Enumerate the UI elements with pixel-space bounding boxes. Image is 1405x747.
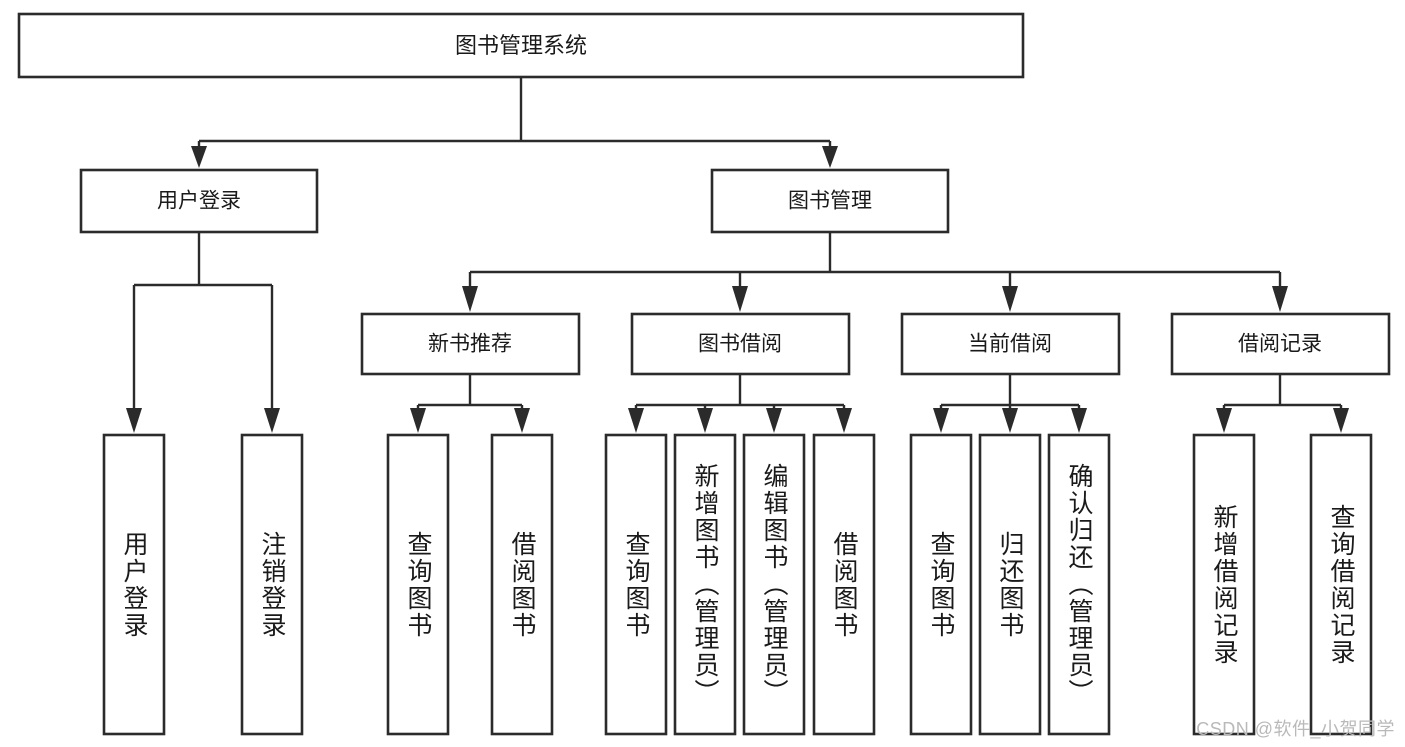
- arrow-head-user-leaf-2: [264, 408, 280, 433]
- leaf-box-user-login-1[interactable]: [102, 433, 166, 736]
- node-book-manage-label: 图书管理: [788, 190, 872, 213]
- leaf-boxes-current-borrow: [909, 433, 1111, 736]
- node-borrow-record-box[interactable]: [1170, 312, 1391, 376]
- leaf-box-current-borrow-3[interactable]: [1047, 433, 1111, 736]
- leaf-boxes-book-borrow: [604, 433, 876, 736]
- arrow-head-newbook-leaf-1: [410, 408, 426, 433]
- arrow-head-newbook-leaf-2: [514, 408, 530, 433]
- watermark-text: CSDN @软件_小贺同学: [1196, 719, 1395, 739]
- arrow-head-bookborrow-leaf-4: [836, 408, 852, 433]
- leaf-box-book-borrow-1[interactable]: [604, 433, 668, 736]
- arrow-head-new-book: [462, 286, 478, 312]
- arrow-head-bookborrow-leaf-2: [697, 408, 713, 433]
- connector-group-book-borrow: [628, 374, 852, 433]
- arrow-head-borrowrecord-leaf-1: [1216, 408, 1232, 433]
- arrow-head-bookborrow-leaf-1: [628, 408, 644, 433]
- node-root-system[interactable]: 图书管理系统: [17, 12, 1025, 79]
- leaf-box-borrow-record-2[interactable]: [1309, 433, 1373, 736]
- arrow-head-bookborrow-leaf-3: [766, 408, 782, 433]
- node-current-borrow-label: 当前借阅: [968, 333, 1052, 356]
- node-user-login-label: 用户登录: [157, 190, 241, 213]
- arrow-head-borrowrecord-leaf-2: [1333, 408, 1349, 433]
- leaf-box-current-borrow-1[interactable]: [909, 433, 973, 736]
- arrow-head-book-manage: [822, 146, 838, 168]
- node-book-borrow-box[interactable]: [630, 312, 851, 376]
- connector-group-book-manage: [462, 232, 1288, 312]
- arrow-head-currentborrow-leaf-2: [1002, 408, 1018, 433]
- leaf-boxes-user-login: [102, 433, 304, 736]
- leaf-box-new-book-2[interactable]: [490, 433, 554, 736]
- leaf-box-borrow-record-1[interactable]: [1192, 433, 1256, 736]
- arrow-head-currentborrow-leaf-3: [1071, 408, 1087, 433]
- arrow-head-book-borrow: [732, 286, 748, 312]
- leaf-box-book-borrow-4[interactable]: [812, 433, 876, 736]
- node-user-login[interactable]: 用户登录: [79, 168, 319, 234]
- connector-group-root: [191, 77, 838, 168]
- connector-group-user-login: [126, 232, 280, 433]
- node-borrow-record-label: 借阅记录: [1238, 333, 1322, 356]
- leaf-box-book-borrow-3[interactable]: [742, 433, 806, 736]
- leaf-box-user-login-2[interactable]: [240, 433, 304, 736]
- node-book-manage[interactable]: 图书管理: [710, 168, 950, 234]
- leaf-box-current-borrow-2[interactable]: [978, 433, 1042, 736]
- leaf-box-new-book-1[interactable]: [386, 433, 450, 736]
- leaf-boxes-new-book-recommend: [386, 433, 554, 736]
- arrow-head-borrow-record: [1272, 286, 1288, 312]
- arrow-head-current-borrow: [1002, 286, 1018, 312]
- arrow-head-user-leaf-1: [126, 408, 142, 433]
- node-root-system-label: 图书管理系统: [455, 33, 587, 58]
- connector-group-current-borrow: [933, 374, 1087, 433]
- connector-group-new-book: [410, 374, 530, 433]
- node-new-book-recommend-label: 新书推荐: [428, 333, 512, 356]
- node-new-book-recommend[interactable]: 新书推荐: [360, 312, 581, 376]
- node-root-system-box[interactable]: [17, 12, 1025, 79]
- node-book-borrow[interactable]: 图书借阅: [630, 312, 851, 376]
- node-new-book-recommend-box[interactable]: [360, 312, 581, 376]
- node-current-borrow-box[interactable]: [900, 312, 1121, 376]
- arrow-head-user-login: [191, 146, 207, 168]
- node-borrow-record[interactable]: 借阅记录: [1170, 312, 1391, 376]
- leaf-boxes-borrow-record: [1192, 433, 1373, 736]
- connector-group-borrow-record: [1216, 374, 1349, 433]
- leaf-box-book-borrow-2[interactable]: [673, 433, 737, 736]
- node-user-login-box[interactable]: [79, 168, 319, 234]
- node-book-borrow-label: 图书借阅: [698, 333, 782, 356]
- node-current-borrow[interactable]: 当前借阅: [900, 312, 1121, 376]
- node-book-manage-box[interactable]: [710, 168, 950, 234]
- arrow-head-currentborrow-leaf-1: [933, 408, 949, 433]
